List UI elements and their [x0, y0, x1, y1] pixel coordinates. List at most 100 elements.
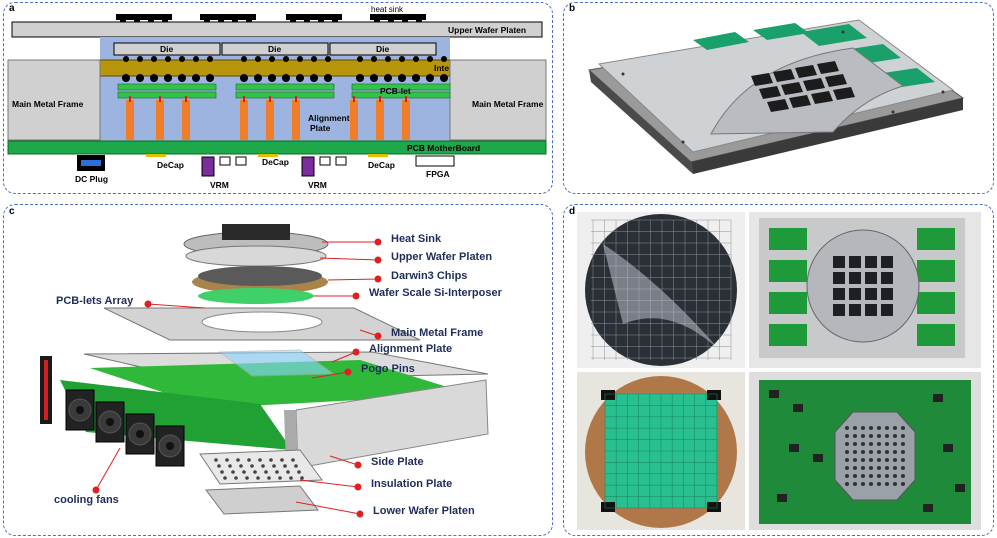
pin: [845, 458, 849, 462]
pin: [893, 482, 897, 486]
vrm-2: [301, 156, 315, 177]
pin: [877, 474, 881, 478]
hole: [225, 458, 229, 462]
heat-sink-label: heat sink: [371, 5, 404, 14]
callout-marker: [354, 461, 362, 469]
cooling-fan-array: [65, 389, 185, 467]
bump: [269, 56, 275, 62]
vrm-label-1: VRM: [210, 180, 229, 190]
pogo-pin: [182, 100, 190, 140]
bump: [426, 74, 434, 82]
lower-wafer-platen: [205, 485, 319, 515]
pcb-lets: [117, 83, 451, 99]
hole: [261, 464, 265, 468]
chip: [767, 99, 789, 112]
pin: [853, 466, 857, 470]
pogo-pins: [126, 96, 410, 140]
chip: [781, 82, 803, 95]
bump: [178, 74, 186, 82]
callout-line: [319, 257, 379, 261]
bump: [371, 56, 377, 62]
pin: [861, 474, 865, 478]
label-wafer-scale-si-interposer: Wafer Scale Si-Interposer: [369, 287, 503, 299]
bump: [370, 74, 378, 82]
chip: [833, 304, 845, 316]
pogo-pin-tip: [159, 96, 161, 102]
panel-c: [3, 204, 553, 536]
bump: [399, 56, 405, 62]
panel-a-letter: a: [9, 3, 15, 14]
hole: [236, 458, 240, 462]
hole: [247, 458, 251, 462]
callout-marker: [352, 348, 360, 356]
hole: [272, 464, 276, 468]
panel-a: [3, 2, 553, 194]
chip: [789, 95, 811, 108]
panel-b-letter: b: [569, 3, 576, 14]
hole: [300, 476, 304, 480]
pin: [885, 450, 889, 454]
hole: [223, 476, 227, 480]
hole: [239, 464, 243, 468]
label-lower-wafer-platen: Lower Wafer Platen: [373, 505, 475, 517]
pin: [877, 466, 881, 470]
bump: [384, 74, 392, 82]
pin: [885, 434, 889, 438]
dies: [113, 42, 437, 56]
component: [933, 394, 943, 402]
insulation-plate: [199, 449, 323, 485]
pin: [869, 474, 873, 478]
bump: [137, 56, 143, 62]
chip: [849, 288, 861, 300]
pin: [869, 442, 873, 446]
pogo-pin-tip: [379, 96, 381, 102]
hole: [291, 458, 295, 462]
bump: [427, 56, 433, 62]
darwin3-chips: [198, 266, 322, 286]
pogo-pin-tip: [185, 96, 187, 102]
callout-marker: [144, 300, 152, 308]
bump: [150, 74, 158, 82]
wafer-reflection: [603, 244, 723, 354]
bump: [282, 74, 290, 82]
pin: [861, 426, 865, 430]
si-interposer: [198, 288, 314, 304]
pin: [845, 482, 849, 486]
bump: [268, 74, 276, 82]
decap-label-3: DeCap: [368, 160, 395, 170]
alignment-plate-label-1: Alignment: [308, 113, 350, 123]
pogo-pin: [402, 100, 410, 140]
chip: [803, 78, 825, 91]
bump: [441, 56, 447, 62]
callout-marker: [352, 292, 360, 300]
hole: [841, 30, 845, 34]
solder-bumps: [122, 56, 448, 82]
fan-red-stripe: [44, 360, 48, 420]
wafer-platen-photo: [806, 229, 920, 343]
label-darwin3-chips: Darwin3 Chips: [391, 270, 467, 282]
pin: [853, 482, 857, 486]
bump: [207, 56, 213, 62]
upper-wafer-platen: [185, 245, 327, 267]
bump: [255, 56, 261, 62]
fan-hub: [106, 418, 114, 426]
die-label-2: Die: [268, 44, 282, 54]
pin: [901, 450, 905, 454]
callout-marker: [344, 368, 352, 376]
pin: [885, 474, 889, 478]
callouts: [92, 238, 382, 518]
corner-clamps: [601, 390, 721, 512]
bump: [254, 74, 262, 82]
die-label-3: Die: [376, 44, 390, 54]
hole: [681, 140, 685, 144]
component: [955, 484, 965, 492]
pin: [845, 434, 849, 438]
hole: [214, 458, 218, 462]
pin: [893, 466, 897, 470]
hole: [269, 458, 273, 462]
pin: [893, 442, 897, 446]
hole: [253, 470, 257, 474]
pin: [861, 466, 865, 470]
pogo-pin: [292, 100, 300, 140]
system-front: [691, 98, 963, 174]
